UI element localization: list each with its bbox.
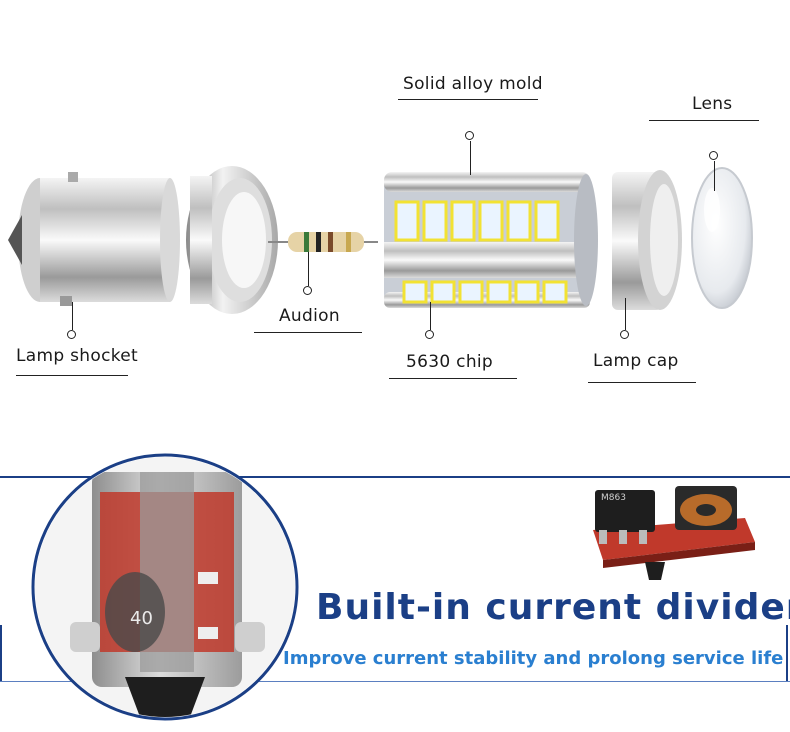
banner-bottom-rule [0,681,790,682]
lamp-socket-part [8,172,180,306]
marker-lens [709,151,718,160]
banner-right-rule [786,625,788,681]
leader-lens [714,161,715,191]
lens-part [691,167,753,309]
lamp-cap-part [612,170,682,310]
marker-lamp-cap [620,330,629,339]
leader-lamp-shocket [72,302,73,330]
magnified-base-view: 40 [31,453,299,721]
banner-subline: Improve current stability and prolong se… [283,648,784,669]
underline-chip [389,378,517,379]
underline-lamp-cap [588,382,696,383]
chip-marking: 40 [130,608,153,629]
leader-audion [308,252,309,286]
exploded-view [8,166,753,314]
leader-chip [430,302,431,330]
underline-audion [254,332,362,333]
leader-lamp-cap [625,298,626,330]
banner-left-rule [0,625,2,681]
leader-solid-alloy-mold [470,141,471,175]
label-lens: Lens [692,94,733,114]
current-divider-board: M863 [593,486,755,580]
label-solid-alloy-mold: Solid alloy mold [403,74,543,94]
banner-headline: Built-in current divider [316,587,790,628]
underline-lamp-shocket [16,375,128,376]
component-marking: M863 [601,493,626,503]
resistor-part [268,232,378,252]
underline-solid-alloy-mold [398,99,538,100]
marker-chip [425,330,434,339]
marker-lamp-shocket [67,330,76,339]
banner-top-rule [0,476,790,478]
underline-lens [649,120,759,121]
label-lamp-shocket: Lamp shocket [16,346,138,366]
led-body-part [384,172,598,308]
socket-ring-part [186,166,278,314]
label-5630-chip: 5630 chip [406,352,494,372]
marker-solid-alloy-mold [465,131,474,140]
label-audion: Audion [279,306,340,326]
marker-audion [303,286,312,295]
label-lamp-cap: Lamp cap [593,351,679,371]
